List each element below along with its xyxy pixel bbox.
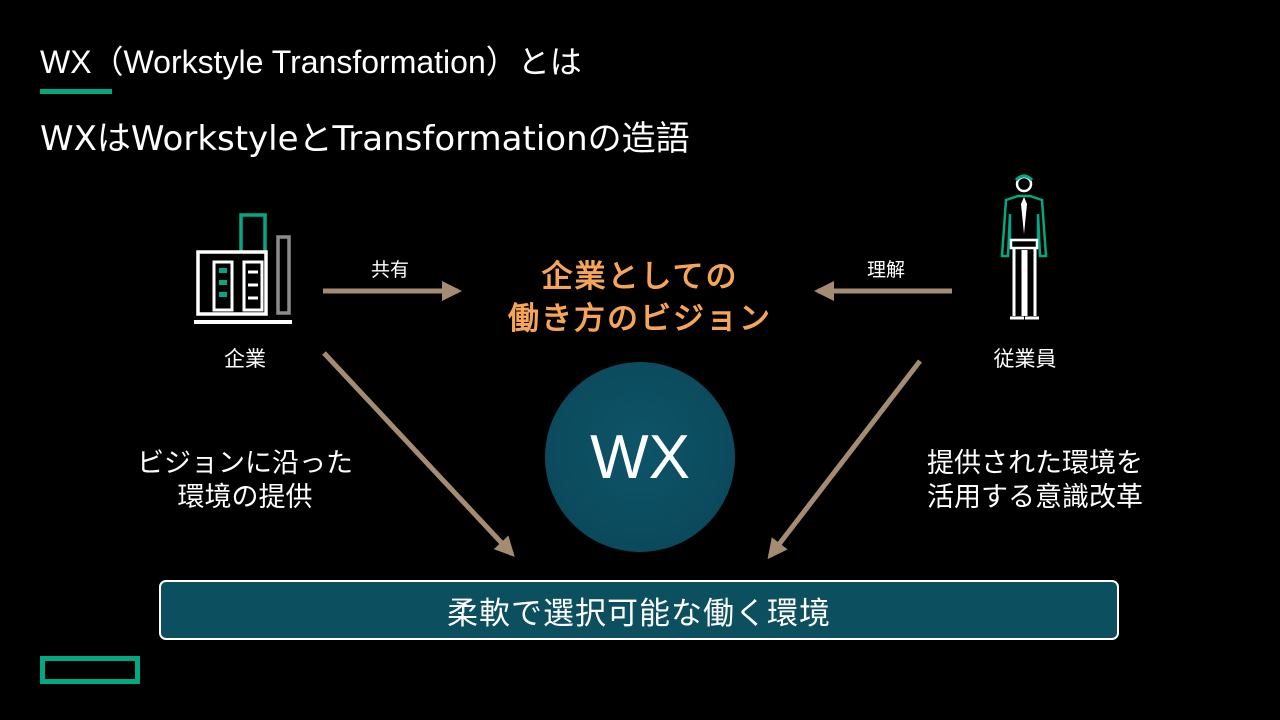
company-to-environment-arrow (322, 351, 515, 557)
environment-label: 柔軟で選択可能な働く環境 (447, 595, 831, 632)
share-label: 共有 (370, 259, 409, 281)
understand-label: 理解 (866, 259, 905, 281)
right-description-line-1: 提供された環境を (927, 448, 1143, 479)
slide-subtitle: WXはWorkstyleとTransformationの造語 (40, 119, 690, 159)
building-icon (194, 213, 292, 324)
businessman-icon (1000, 174, 1048, 320)
title-underline (40, 89, 112, 94)
right-description: 提供された環境を 活用する意識改革 (895, 447, 1175, 515)
left-description-line-1: ビジョンに沿った (137, 448, 353, 479)
left-description: ビジョンに沿った 環境の提供 (105, 447, 385, 515)
company-label: 企業 (224, 347, 266, 371)
wx-circle: WX (545, 362, 735, 552)
wx-circle-label: WX (590, 422, 690, 492)
vision-line-1: 企業としての (541, 259, 739, 295)
vision-text: 企業としての 働き方のビジョン (460, 256, 820, 340)
hpe-logo-icon (40, 656, 140, 684)
employee-to-environment-arrow (767, 359, 922, 560)
vision-line-2: 働き方のビジョン (508, 301, 772, 337)
slide-title: WX（Workstyle Transformation）とは (40, 44, 582, 80)
employee-label: 従業員 (993, 347, 1057, 371)
environment-box: 柔軟で選択可能な働く環境 (159, 580, 1119, 640)
left-description-line-2: 環境の提供 (177, 482, 313, 513)
right-description-line-2: 活用する意識改革 (927, 482, 1143, 513)
